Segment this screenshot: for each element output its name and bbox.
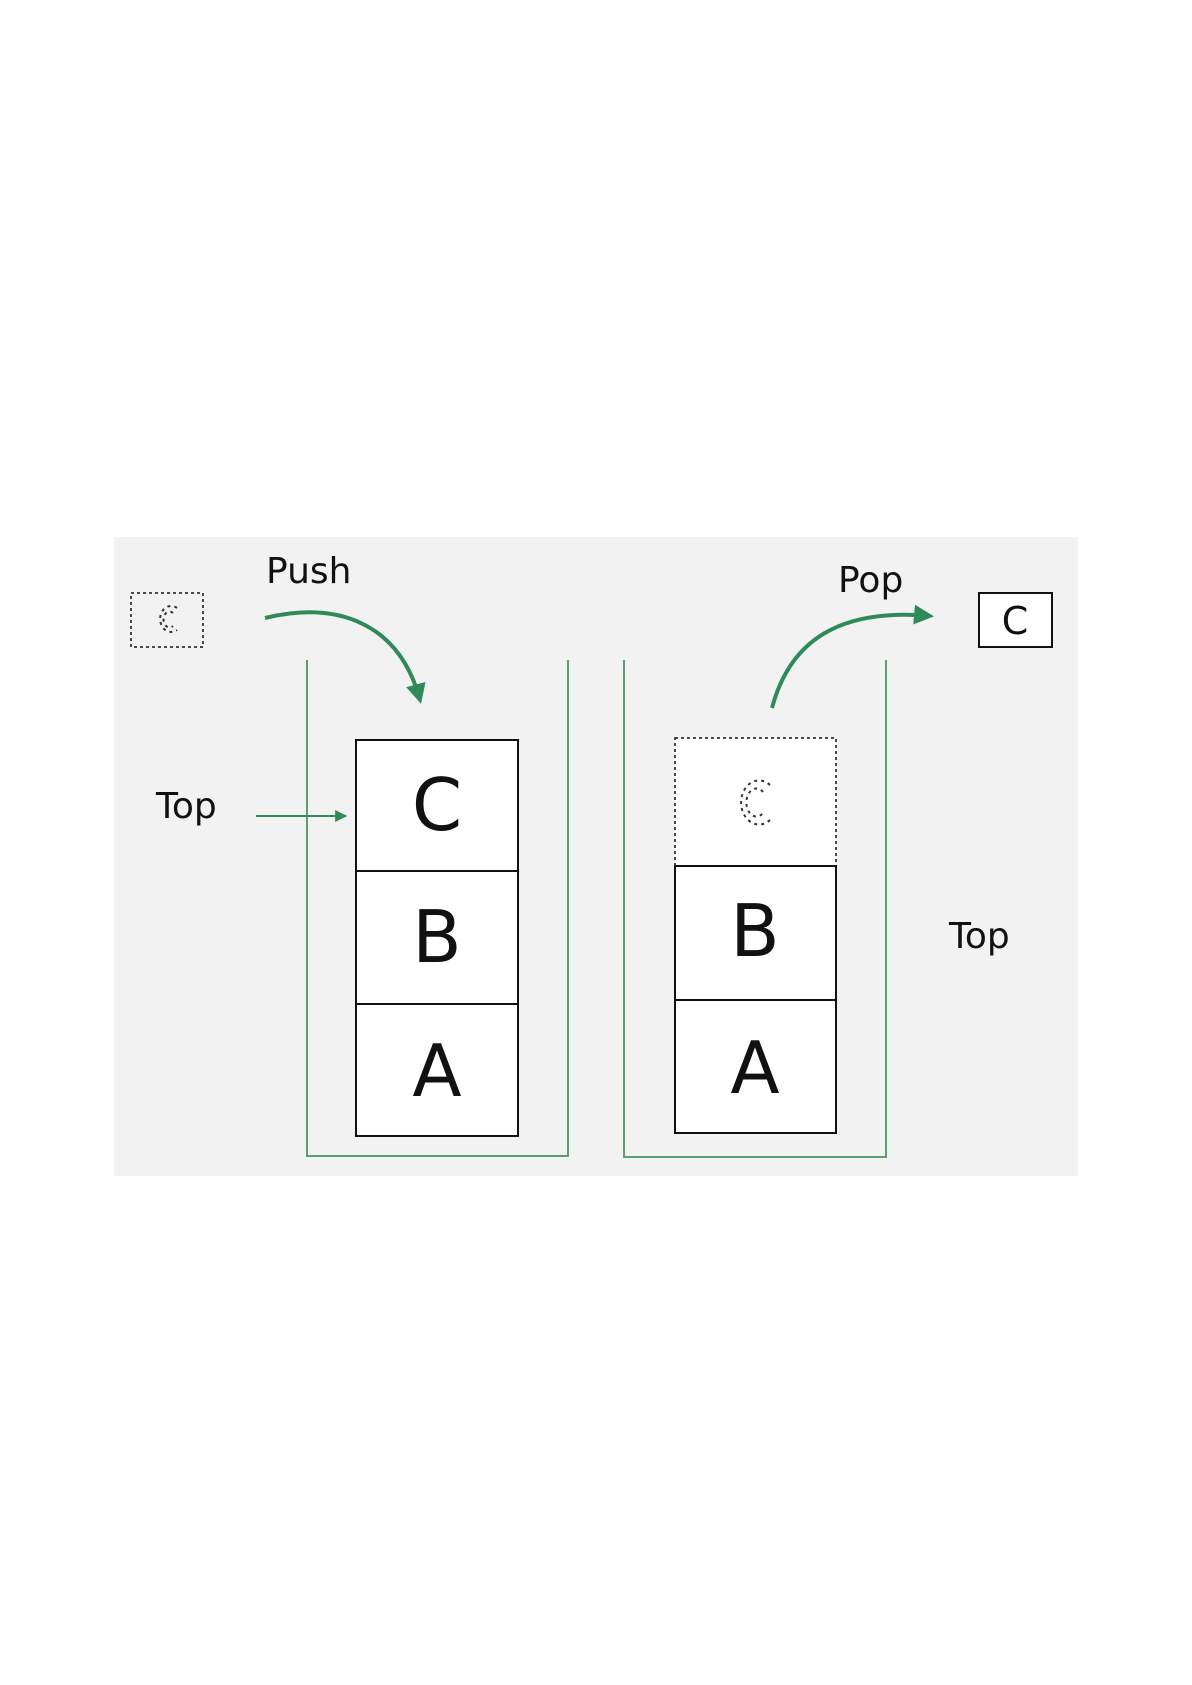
push-stack-item: C xyxy=(356,740,518,871)
push-stack-item: B xyxy=(356,871,518,1004)
pop-stack-item-label: A xyxy=(730,1026,779,1110)
diagram-panel xyxy=(114,537,1078,1176)
push-stack-item-label: A xyxy=(412,1029,461,1113)
push-stack-item-label: C xyxy=(412,763,462,847)
pop-label: Pop xyxy=(838,560,903,601)
pop-stack-item: B xyxy=(675,866,836,1000)
pop-stack-item: A xyxy=(675,1000,836,1133)
push-top-label: Top xyxy=(155,786,217,827)
pop-stack-item-label: B xyxy=(730,889,779,973)
push-label: Push xyxy=(266,551,351,592)
pop-ghost-slot xyxy=(675,738,836,866)
push-stack-item-label: B xyxy=(412,895,461,979)
pop-top-label: Top xyxy=(948,916,1010,957)
pop-result-label: C xyxy=(1002,599,1029,643)
push-stack-item: A xyxy=(356,1004,518,1136)
